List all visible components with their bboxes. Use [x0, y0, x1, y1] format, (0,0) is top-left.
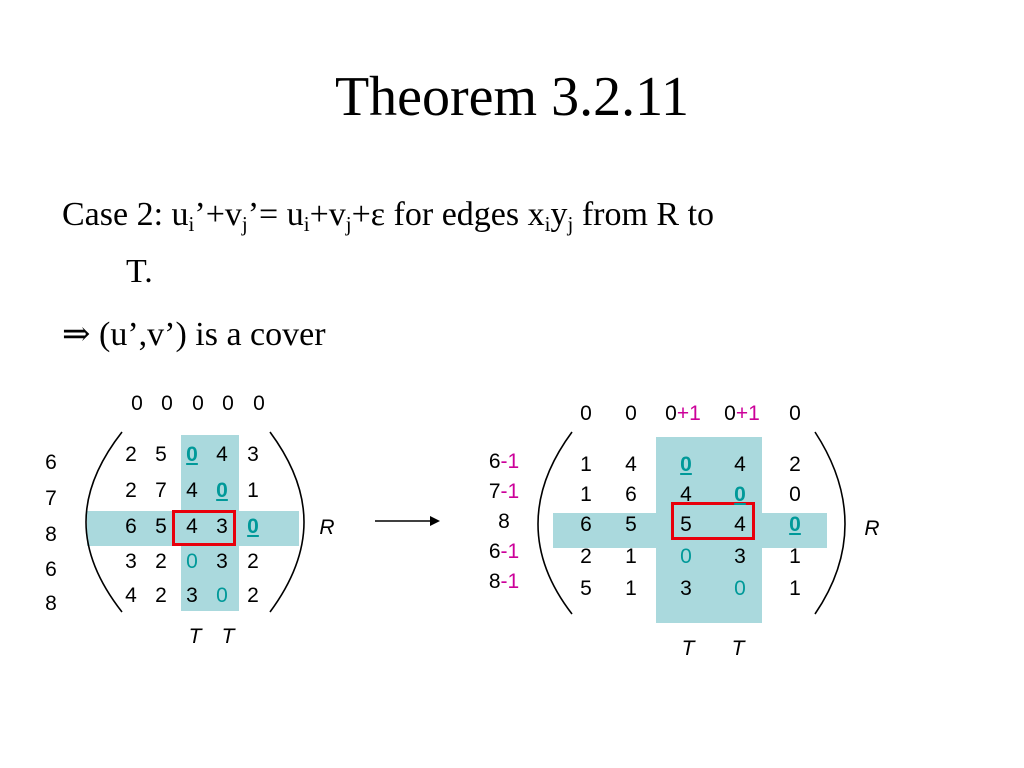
right-cell: 4 [680, 483, 692, 506]
case-2-statement-continued: T. [126, 253, 153, 290]
case-2-statement: Case 2: ui’+vj’= ui+vj+ε for edges xiyj … [62, 196, 715, 236]
left-highlight-box [172, 510, 236, 546]
left-r-row-highlight [87, 511, 299, 546]
left-column-label: 0 [192, 392, 204, 415]
right-t-label: T [681, 637, 695, 660]
left-cell: 2 [155, 584, 167, 607]
left-t-label: T [188, 625, 202, 648]
right-cell: 6 [625, 483, 637, 506]
left-row-label: 7 [45, 487, 57, 510]
right-cell: 1 [580, 453, 592, 476]
left-cell: 2 [247, 550, 259, 573]
left-cell: 7 [155, 479, 167, 502]
right-cell: 1 [789, 545, 801, 568]
implies-arrow-icon: ⇒ [62, 316, 91, 353]
right-cell: 4 [625, 453, 637, 476]
right-row-label: 6-1 [488, 450, 520, 473]
right-cell: 5 [625, 513, 637, 536]
right-cell: 4 [734, 453, 746, 476]
right-cell: 2 [789, 453, 801, 476]
left-cell: 4 [125, 584, 137, 607]
right-cell: 5 [680, 513, 692, 536]
left-cell: 2 [125, 443, 137, 466]
left-cell: 4 [186, 515, 198, 538]
left-cell: 3 [216, 515, 228, 538]
left-cell: 0 [186, 550, 198, 573]
cover-conclusion: ⇒ (u’,v’) is a cover [62, 316, 326, 353]
right-t-label: T [731, 637, 745, 660]
left-column-label: 0 [161, 392, 173, 415]
right-cell: 3 [734, 545, 746, 568]
right-cell: 0 [680, 453, 692, 476]
left-column-label: 0 [222, 392, 234, 415]
right-column-label: 0 [789, 402, 801, 425]
left-column-label: 0 [131, 392, 143, 415]
right-r-row-highlight [553, 513, 827, 548]
right-cell: 1 [789, 577, 801, 600]
right-cell: 3 [680, 577, 692, 600]
left-cell: 2 [155, 550, 167, 573]
left-cell: 0 [216, 584, 228, 607]
right-cell: 0 [789, 513, 801, 536]
left-cell: 0 [247, 515, 259, 538]
right-column-label: 0 [580, 402, 592, 425]
left-matrix-close-bracket [269, 431, 305, 613]
left-row-label: 8 [45, 592, 57, 615]
right-column-label: 0+1 [724, 402, 760, 425]
left-cell: 2 [125, 479, 137, 502]
slide-title: Theorem 3.2.11 [334, 66, 690, 128]
left-r-label: R [319, 516, 335, 539]
left-cell: 4 [186, 479, 198, 502]
left-cell: 6 [125, 515, 137, 538]
left-cell: 5 [155, 443, 167, 466]
right-cell: 4 [734, 513, 746, 536]
right-highlight-box [671, 502, 755, 540]
left-row-label: 6 [45, 451, 57, 474]
left-cell: 2 [247, 584, 259, 607]
left-cell: 3 [247, 443, 259, 466]
left-column-label: 0 [253, 392, 265, 415]
right-cell: 1 [625, 577, 637, 600]
right-cell: 0 [734, 577, 746, 600]
right-cell: 1 [625, 545, 637, 568]
right-cell: 0 [734, 483, 746, 506]
right-column-label: 0 [625, 402, 637, 425]
right-row-label: 7-1 [488, 480, 520, 503]
right-matrix-close-bracket [814, 431, 846, 615]
right-row-label: 6-1 [488, 540, 520, 563]
right-cell: 0 [789, 483, 801, 506]
right-cell: 5 [580, 577, 592, 600]
left-cell: 5 [155, 515, 167, 538]
left-cell: 0 [216, 479, 228, 502]
left-row-label: 6 [45, 558, 57, 581]
right-row-label: 8-1 [488, 570, 520, 593]
left-cell: 3 [216, 550, 228, 573]
right-cell: 2 [580, 545, 592, 568]
left-cell: 4 [216, 443, 228, 466]
right-cell: 6 [580, 513, 592, 536]
left-cell: 0 [186, 443, 198, 466]
left-row-label: 8 [45, 523, 57, 546]
left-matrix-open-bracket [85, 431, 123, 613]
left-cell: 1 [247, 479, 259, 502]
right-row-label: 8 [498, 510, 510, 533]
left-cell: 3 [125, 550, 137, 573]
right-column-label: 0+1 [665, 402, 701, 425]
left-t-label: T [221, 625, 235, 648]
transform-arrow-icon [375, 516, 440, 526]
right-matrix-open-bracket [537, 431, 573, 615]
right-r-label: R [864, 517, 880, 540]
right-cell: 1 [580, 483, 592, 506]
right-cell: 0 [680, 545, 692, 568]
left-cell: 3 [186, 584, 198, 607]
